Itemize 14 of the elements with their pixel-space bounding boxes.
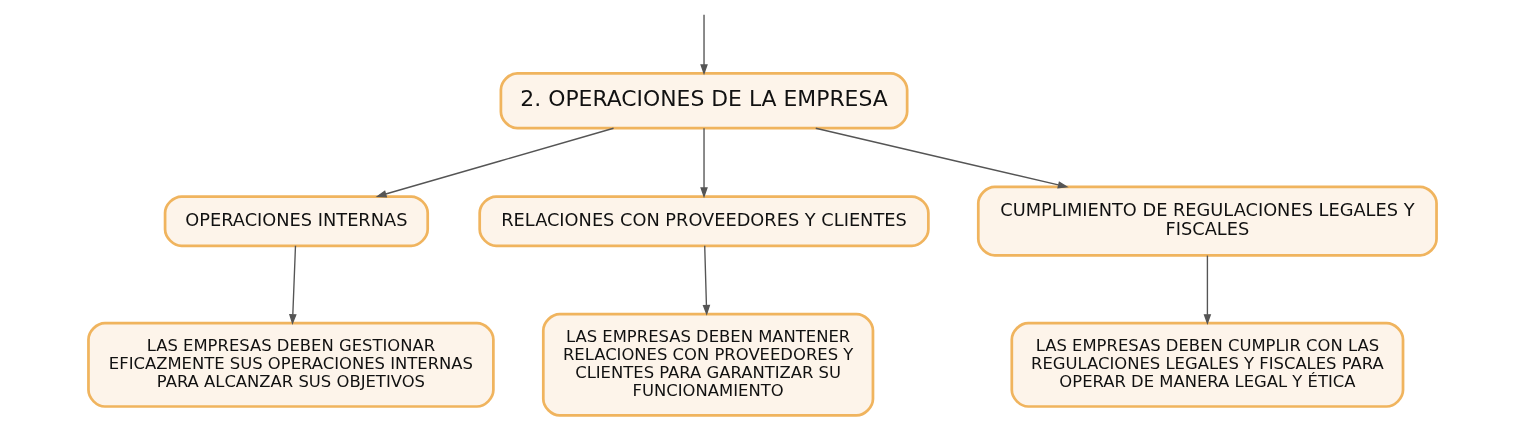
node-box: LAS EMPRESAS DEBEN MANTENER RELACIONES CON PROVEEDORES Y CLIENTES PARA GARANTIZAR SU FUNCIONAMIENTO [541, 312, 875, 417]
arrow [289, 245, 297, 326]
node-box: RELACIONES CON PROVEEDORES Y CLIENTES [478, 195, 930, 248]
arrow [700, 13, 708, 76]
node-box: OPERACIONES INTERNAS [163, 195, 430, 248]
node-box: LAS EMPRESAS DEBEN GESTIONAR EFICAZMENTE SUS OPERACIONES INTERNAS PARA ALCANZAR SUS OBJETIVOS [87, 321, 495, 408]
arrow [702, 245, 711, 316]
node-box: CUMPLIMIENTO DE REGULACIONES LEGALES Y FISCALES [976, 185, 1438, 257]
arrow [815, 127, 1069, 189]
arrow [1203, 254, 1212, 326]
node-box: LAS EMPRESAS DEBEN CUMPLIR CON LAS REGULACIONES LEGALES Y FISCALES PARA OPERAR DE MANERA LEGAL Y ÉTICA [1010, 321, 1405, 408]
node-box: 2. OPERACIONES DE LA EMPRESA [499, 72, 909, 130]
arrow [700, 127, 708, 199]
arrow [375, 127, 615, 198]
